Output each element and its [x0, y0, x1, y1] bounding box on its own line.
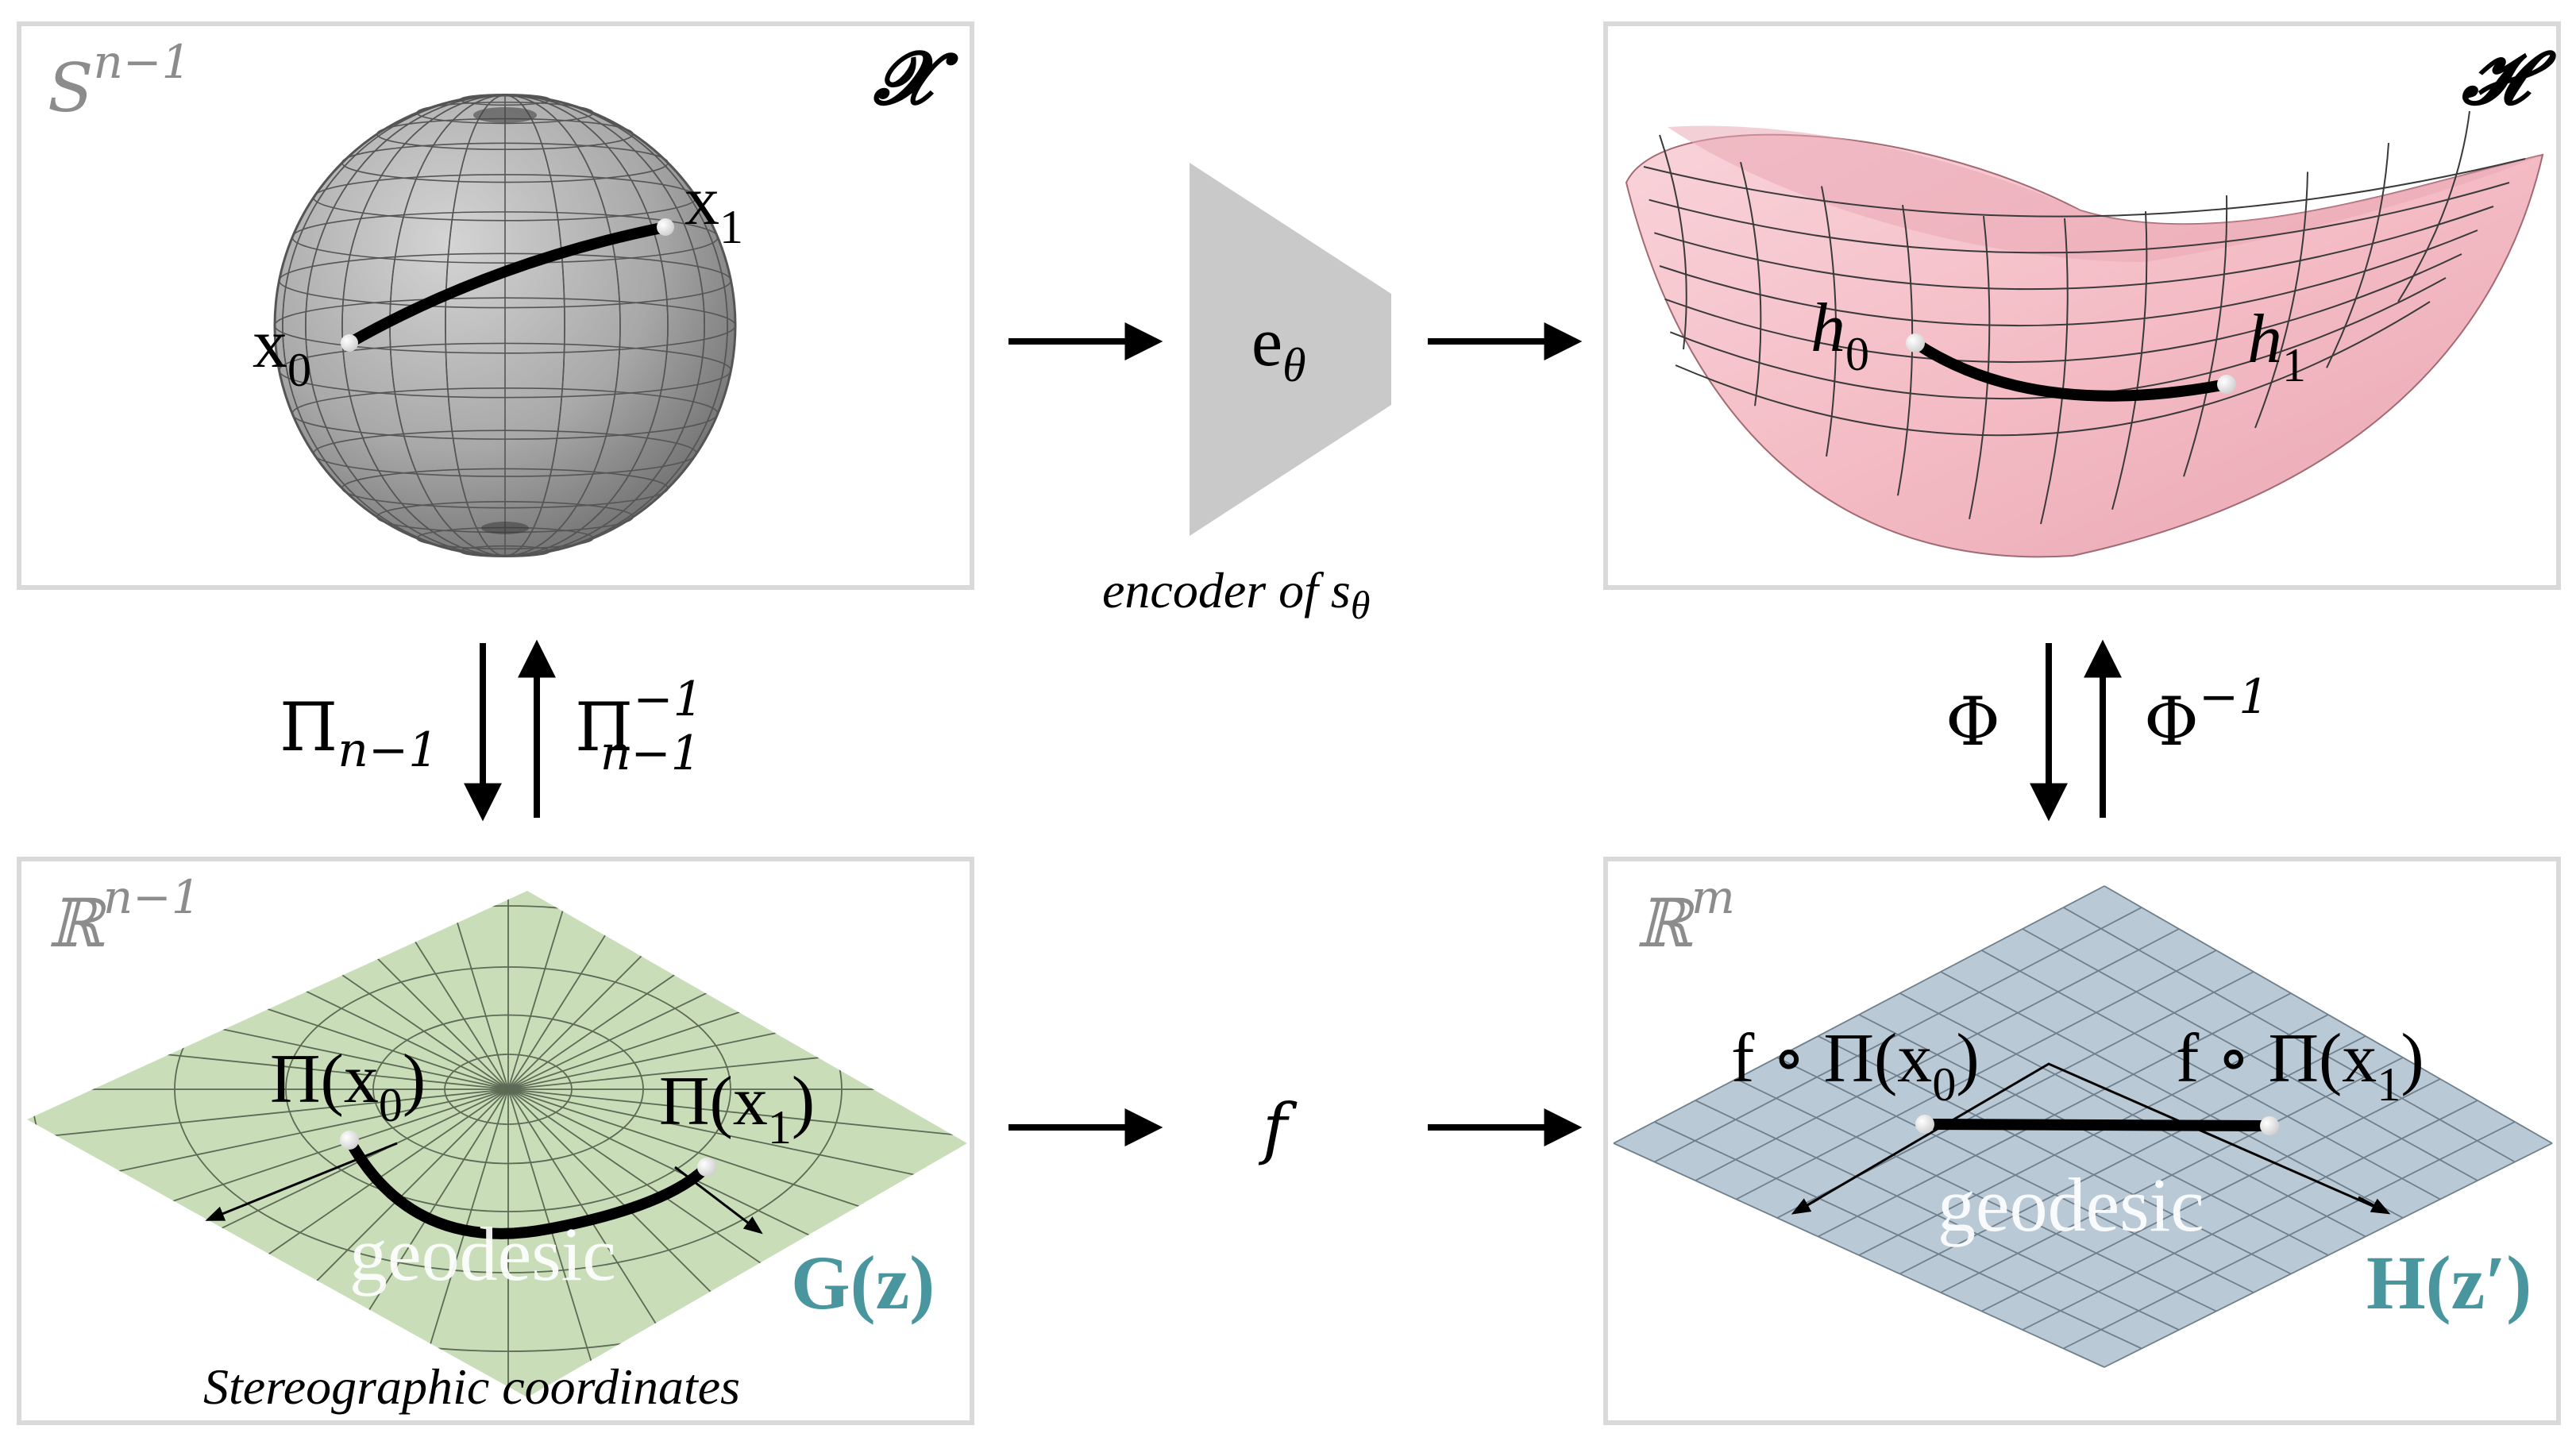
panel-sphere: Sn−1 𝓧 x0 x1: [17, 21, 974, 590]
encoder-caption: encoder of sθ: [1102, 562, 1370, 627]
axis-left-blue: [1791, 1197, 1819, 1215]
label-f-pi-x0: f ∘ Π(x0): [1731, 1020, 1980, 1111]
point-pi-x1: [697, 1158, 716, 1177]
green-plane: [27, 891, 967, 1397]
panel-hyperbolic: 𝓗 h0 h1: [1603, 21, 2561, 590]
right-maps: Φ Φ−1: [1945, 639, 2269, 822]
geodesic-label-left: geodesic: [349, 1212, 616, 1297]
function-label-h: H(z′): [2366, 1240, 2532, 1325]
label-pi-x0: Π(x0): [270, 1041, 426, 1131]
label-h0: h0: [1811, 290, 1869, 380]
label-pi-x1: Π(x1): [659, 1063, 815, 1154]
corner-label-sphere: Sn−1: [48, 35, 191, 127]
function-f: f: [1008, 1089, 1583, 1167]
point-pi-x0: [340, 1131, 359, 1150]
axis-right-blue: [2358, 1196, 2391, 1215]
encoder-label: eθ: [1251, 304, 1306, 391]
stereographic-caption: Stereographic coordinates: [203, 1358, 740, 1415]
geodesic-euclidean: [1919, 1119, 2275, 1131]
geodesic-stereographic: [344, 1135, 712, 1239]
geodesic-label-right: geodesic: [1938, 1162, 2204, 1247]
point-f-pi-x1: [2260, 1116, 2279, 1135]
function-label-g: G(z): [791, 1240, 935, 1325]
encoder-trapezoid: [1190, 163, 1391, 536]
label-phi: Φ: [1945, 683, 2000, 761]
point-x1-sphere: [657, 218, 674, 236]
point-x0-sphere: [341, 334, 358, 352]
label-h1: h1: [2247, 301, 2306, 391]
label-pi: Πn−1: [280, 688, 438, 778]
point-f-pi-x0: [1915, 1115, 1934, 1134]
label-x0: x0: [253, 306, 311, 396]
encoder: eθ encoder of sθ: [1008, 163, 1583, 627]
geodesic-hyperbolic: [1910, 337, 2232, 402]
corner-label-rn1: ℝn−1: [48, 870, 201, 962]
label-f: f: [1258, 1089, 1298, 1167]
label-x1: x1: [684, 163, 743, 253]
label-phi-inverse: Φ−1: [2144, 669, 2269, 761]
panel-stereographic: ℝn−1 Π(x0) Π(x1) geodesic G(z) Stereogra…: [17, 857, 974, 1425]
corner-label-rm: ℝm: [1636, 870, 1735, 962]
axes-blue: [1795, 1062, 2386, 1213]
point-h0: [1906, 333, 1925, 353]
sphere: [273, 93, 737, 558]
label-f-pi-x1: f ∘ Π(x1): [2176, 1020, 2424, 1111]
hyperbolic-surface: [1625, 110, 2544, 558]
panel-euclidean: ℝm f ∘ Π(x0) f ∘ Π(x1) geodesic H(z′): [1603, 857, 2561, 1425]
axis-left-green: [205, 1142, 398, 1221]
geodesic-sphere: [344, 222, 671, 349]
point-h1: [2217, 375, 2236, 394]
